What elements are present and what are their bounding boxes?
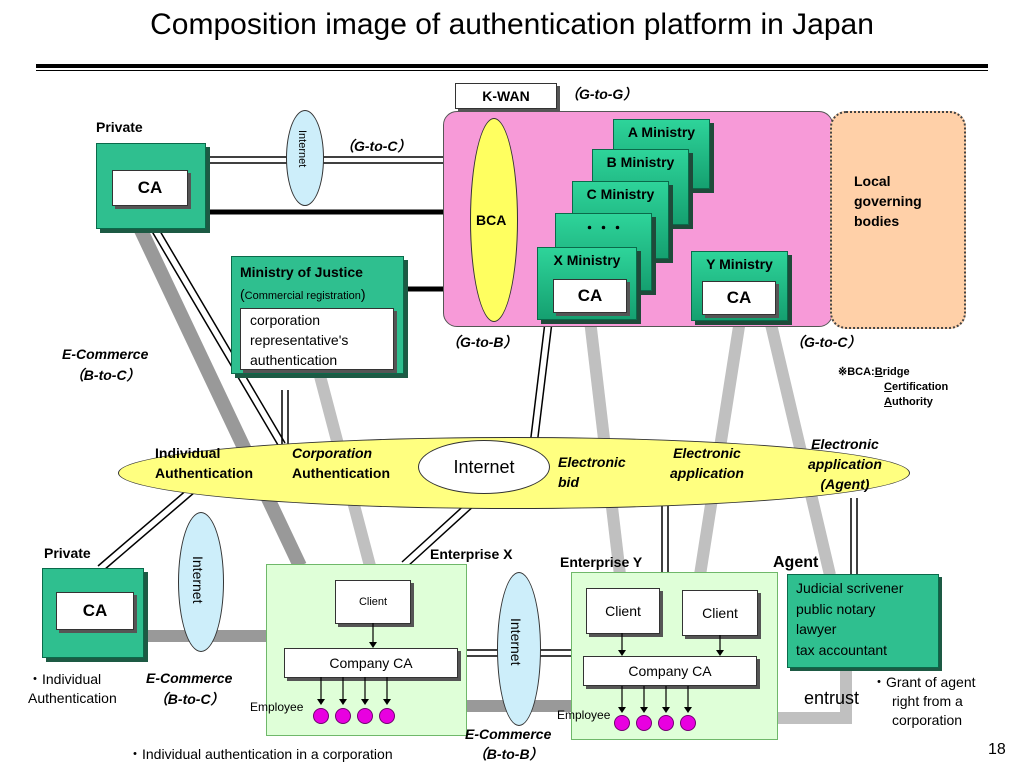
g-to-g-label: （G-to-G） <box>565 86 638 102</box>
agent-label: Agent <box>773 554 819 571</box>
ecommerce-bottom-label: E-Commerce （B-to-C） <box>146 670 233 707</box>
enterprise-x-employee-icon <box>335 708 351 724</box>
footer-note: ・Individual authentication in a corporat… <box>128 746 393 762</box>
private-top-label: Private <box>96 119 143 135</box>
enterprise-y-company-ca: Company CA <box>583 656 757 686</box>
corporation-authentication-label: Corporation Authentication <box>292 445 390 481</box>
enterprise-x-employee-icon <box>313 708 329 724</box>
enterprise-y-employee-icon <box>614 715 630 731</box>
enterprise-y-employee-icon <box>636 715 652 731</box>
ecommerce-top-label: E-Commerce （B-to-C） <box>62 346 149 383</box>
page-number: 18 <box>988 741 1006 758</box>
g-to-b-label: （G-to-B） <box>446 334 518 350</box>
individual-authentication-note: ・Individual Authentication <box>28 671 117 706</box>
local-governing-bodies <box>830 111 966 329</box>
title-rule-thin <box>36 70 988 71</box>
private-bottom-label: Private <box>44 545 91 561</box>
enterprise-y-arrows <box>618 633 724 713</box>
enterprise-x-label: Enterprise X <box>430 546 513 562</box>
g-to-c-right-label: （G-to-C） <box>790 334 862 350</box>
enterprise-x-employee-icon <box>379 708 395 724</box>
internet-top-ellipse <box>286 110 324 206</box>
enterprise-y-employee-icon <box>680 715 696 731</box>
title-rule <box>36 64 988 68</box>
enterprise-x-company-ca: Company CA <box>284 648 458 678</box>
internet-top-label: Internet <box>296 130 308 168</box>
agent-box <box>787 574 939 668</box>
local-governing-bodies-label: Local governing bodies <box>854 173 922 229</box>
private-top-ca: CA <box>112 170 188 206</box>
agent-list: Judicial scrivener public notary lawyer … <box>796 580 904 658</box>
electronic-application-label: Electronic application <box>670 445 744 481</box>
enterprise-y-client-2: Client <box>682 590 758 636</box>
private-bottom-ca: CA <box>56 592 134 630</box>
kwan-box: K-WAN <box>455 83 557 109</box>
internet-bottom-left-label: Internet <box>190 556 206 604</box>
enterprise-y-employee-icon <box>658 715 674 731</box>
ecommerce-b2b-label: E-Commerce （B-to-B） <box>465 726 552 762</box>
ministry-of-justice-sub: (Commercial registration) <box>240 286 366 302</box>
bca-ellipse <box>470 118 518 322</box>
enterprise-x-employee-icon <box>357 708 373 724</box>
bca-note: ※BCA:Bridge Certification Authority <box>838 366 949 408</box>
internet-bottom-left-ellipse <box>178 512 224 652</box>
grant-note: ・Grant of agent right from a corporation <box>872 674 976 728</box>
enterprise-y-label: Enterprise Y <box>560 554 643 570</box>
enterprise-x-arrows <box>317 623 391 705</box>
ministry-x-ca: CA <box>553 279 627 313</box>
enterprise-x-employee-label: Employee <box>250 700 304 714</box>
electronic-application-agent-label: Electronic application (Agent) <box>808 436 882 492</box>
individual-authentication-label: Individual Authentication <box>155 445 253 481</box>
g-to-c-top-label: （G-to-C） <box>340 138 412 154</box>
bca-label: BCA <box>476 212 507 228</box>
internet-bottom-mid-ellipse <box>497 572 541 726</box>
electronic-bid-label: Electronic bid <box>558 454 626 490</box>
page-title: Composition image of authentication plat… <box>150 8 874 41</box>
internet-center-ellipse: Internet <box>418 440 550 494</box>
enterprise-x-client: Client <box>335 580 411 624</box>
corporation-representative-auth-box: corporation representative's authenticat… <box>240 308 394 370</box>
internet-bottom-mid-label: Internet <box>508 618 524 666</box>
kwan-label: K-WAN <box>482 88 530 104</box>
ministry-y-ca: CA <box>702 281 776 315</box>
ministry-of-justice-title: Ministry of Justice <box>240 264 363 280</box>
enterprise-y-client-1: Client <box>586 588 660 634</box>
entrust-label: entrust <box>804 688 860 708</box>
enterprise-y-employee-label: Employee <box>557 708 611 722</box>
